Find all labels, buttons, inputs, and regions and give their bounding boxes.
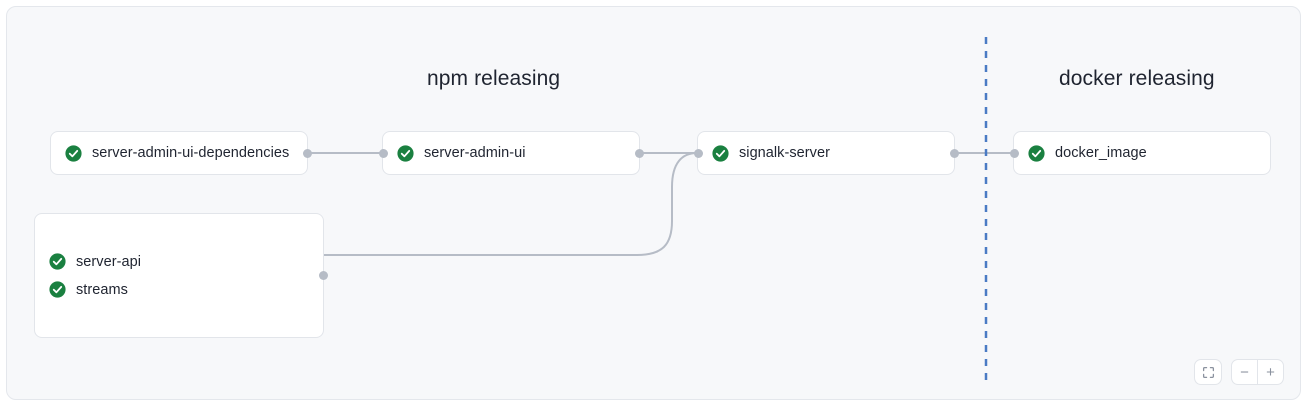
node-item[interactable]: server-api bbox=[35, 248, 323, 276]
node-item-label: signalk-server bbox=[739, 145, 830, 161]
handle-target[interactable] bbox=[1009, 148, 1019, 158]
node-item-label: server-admin-ui bbox=[424, 145, 526, 161]
success-check-icon bbox=[397, 144, 414, 162]
node-item-label: server-admin-ui-dependencies bbox=[92, 145, 290, 161]
success-check-icon bbox=[49, 253, 66, 270]
node-server-api-group[interactable]: server-api streams bbox=[34, 213, 328, 338]
success-check-icon bbox=[712, 144, 729, 162]
handle-source[interactable] bbox=[318, 271, 328, 280]
handle-source[interactable] bbox=[949, 148, 959, 158]
viewport-controls[interactable]: − + bbox=[1194, 359, 1284, 385]
handle-source[interactable] bbox=[302, 148, 312, 158]
fit-view-icon[interactable] bbox=[1195, 359, 1221, 385]
node-item[interactable]: streams bbox=[35, 276, 323, 304]
fit-view-button[interactable] bbox=[1194, 359, 1222, 385]
zoom-group-divider bbox=[1257, 359, 1258, 385]
node-item-label: streams bbox=[76, 281, 128, 298]
handle-target[interactable] bbox=[693, 148, 703, 158]
node-item[interactable]: server-admin-ui-dependencies bbox=[51, 139, 307, 167]
success-check-icon bbox=[65, 144, 82, 162]
flow-canvas[interactable]: npm releasing docker releasing server-adm… bbox=[6, 6, 1301, 400]
zoom-button-group[interactable]: − + bbox=[1231, 359, 1284, 385]
node-item[interactable]: signalk-server bbox=[698, 139, 954, 167]
node-docker_image[interactable]: docker_image bbox=[1009, 131, 1271, 175]
node-item[interactable]: server-admin-ui bbox=[383, 139, 639, 167]
node-signalk-server[interactable]: signalk-server bbox=[693, 131, 959, 175]
success-check-icon bbox=[1028, 144, 1045, 162]
section-title-docker: docker releasing bbox=[1059, 67, 1215, 90]
handle-source[interactable] bbox=[634, 148, 644, 158]
handle-target[interactable] bbox=[378, 148, 388, 158]
zoom-out-button[interactable]: − bbox=[1232, 359, 1257, 385]
node-item[interactable]: docker_image bbox=[1014, 139, 1270, 167]
node-server-admin-ui[interactable]: server-admin-ui bbox=[378, 131, 644, 175]
edge-layer bbox=[308, 37, 1013, 382]
node-item-label: docker_image bbox=[1055, 145, 1147, 161]
node-server-admin-ui-dependencies[interactable]: server-admin-ui-dependencies bbox=[50, 131, 312, 175]
zoom-in-button[interactable]: + bbox=[1258, 359, 1283, 385]
section-title-npm: npm releasing bbox=[427, 67, 561, 90]
success-check-icon bbox=[49, 281, 66, 298]
node-item-label: server-api bbox=[76, 253, 141, 270]
